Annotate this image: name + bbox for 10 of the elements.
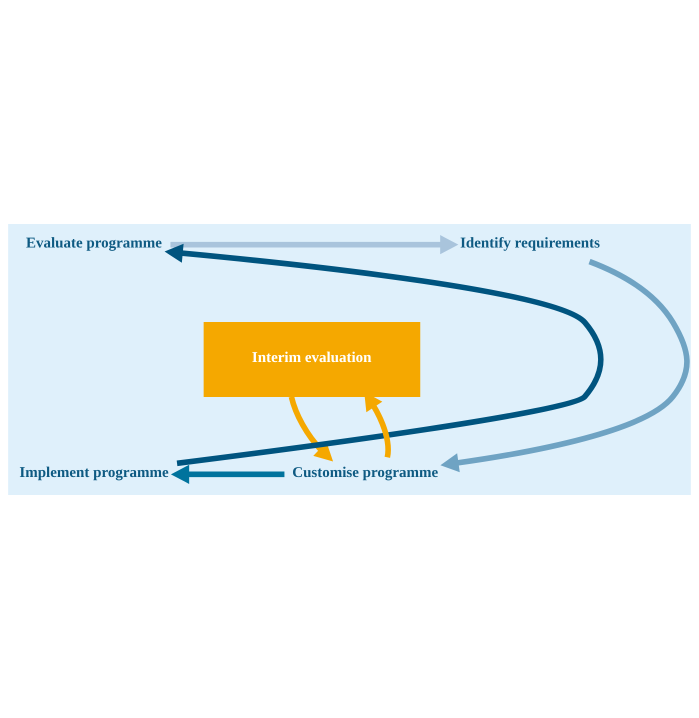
arrow: [288, 396, 334, 461]
node-text: Implement programme: [19, 464, 169, 480]
arrow: [440, 258, 690, 472]
node-text: Identify requirements: [460, 234, 600, 251]
arrow: [164, 243, 604, 466]
node-text: Customise programme: [292, 464, 438, 480]
arrow: [170, 464, 284, 484]
arrow: [170, 234, 458, 254]
node-box: Interim evaluation: [204, 321, 420, 397]
node-text: Evaluate programme: [26, 234, 162, 251]
